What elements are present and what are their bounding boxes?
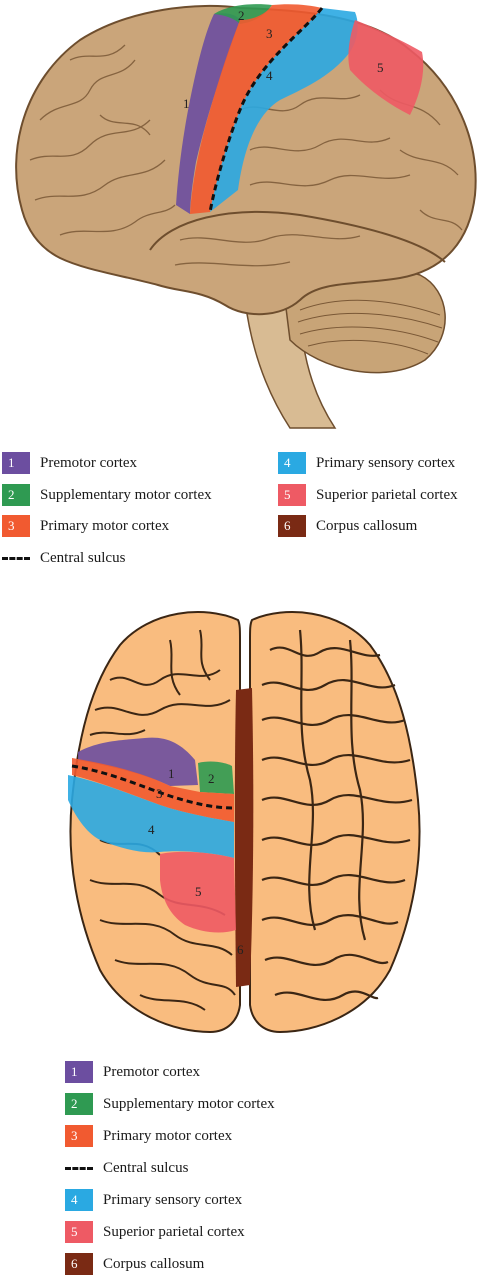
swatch2-supplementary: 2 — [65, 1093, 93, 1115]
region-primary-sensory-dorsal — [68, 775, 234, 858]
legend2-label-superior-parietal: Superior parietal cortex — [103, 1223, 245, 1240]
dorsal-brain-illustration: 1 2 3 4 5 6 — [68, 611, 421, 1034]
legend2-item-primary-motor: 3 Primary motor cortex — [65, 1125, 232, 1147]
right-sulci — [261, 629, 413, 1001]
dorsal-num-supplementary: 2 — [208, 771, 215, 786]
legend-item-supplementary: 2 Supplementary motor cortex — [2, 484, 212, 506]
legend-item-superior-parietal: 5 Superior parietal cortex — [278, 484, 458, 506]
legend-label-superior-parietal: Superior parietal cortex — [316, 486, 458, 503]
swatch2-corpus-callosum: 6 — [65, 1253, 93, 1275]
region-supplementary-lateral — [214, 4, 272, 24]
legend2-item-primary-sensory: 4 Primary sensory cortex — [65, 1189, 242, 1211]
legend2-label-corpus-callosum: Corpus callosum — [103, 1255, 205, 1272]
swatch-supplementary: 2 — [2, 484, 30, 506]
legend-label-primary-motor: Primary motor cortex — [40, 517, 170, 534]
dorsal-num-corpus-callosum: 6 — [237, 942, 244, 957]
legend2-label-primary-motor: Primary motor cortex — [103, 1127, 233, 1144]
swatch-premotor: 1 — [2, 452, 30, 474]
legend2-label-central-sulcus: Central sulcus — [103, 1159, 189, 1176]
legend-item-corpus-callosum: 6 Corpus callosum — [278, 515, 417, 537]
swatch2-primary-motor: 3 — [65, 1125, 93, 1147]
legend-label-premotor: Premotor cortex — [40, 454, 138, 471]
legend-label-supplementary: Supplementary motor cortex — [40, 486, 212, 503]
legend-label-primary-sensory: Primary sensory cortex — [316, 454, 456, 471]
swatch-corpus-callosum: 6 — [278, 515, 306, 537]
region-superior-parietal-dorsal — [160, 851, 236, 933]
region-premotor-dorsal — [78, 737, 198, 786]
region-superior-parietal-lateral — [348, 20, 424, 115]
legend-item-primary-sensory: 4 Primary sensory cortex — [278, 452, 455, 474]
legend2-label-supplementary: Supplementary motor cortex — [103, 1095, 275, 1112]
lateral-num-supplementary: 2 — [238, 8, 245, 23]
region-primary-motor-lateral — [190, 4, 322, 214]
lateral-num-premotor: 1 — [183, 96, 190, 111]
temporal-lobe — [149, 210, 446, 263]
right-hemisphere — [249, 611, 421, 1034]
legend2-item-superior-parietal: 5 Superior parietal cortex — [65, 1221, 245, 1243]
swatch2-premotor: 1 — [65, 1061, 93, 1083]
legend-item-central-sulcus: Central sulcus — [2, 547, 125, 569]
cerebellum-folds — [297, 299, 443, 355]
legend2-item-central-sulcus: Central sulcus — [65, 1157, 188, 1179]
legend2-item-corpus-callosum: 6 Corpus callosum — [65, 1253, 204, 1275]
swatch2-primary-sensory: 4 — [65, 1189, 93, 1211]
legend-item-primary-motor: 3 Primary motor cortex — [2, 515, 169, 537]
legend-item-premotor: 1 Premotor cortex — [2, 452, 137, 474]
dorsal-num-primary-motor: 3 — [156, 786, 163, 801]
legend-lateral: 1 Premotor cortex 2 Supplementary motor … — [0, 0, 489, 600]
lateral-num-superior-parietal: 5 — [377, 60, 384, 75]
legend2-item-supplementary: 2 Supplementary motor cortex — [65, 1093, 275, 1115]
legend-label-central-sulcus: Central sulcus — [40, 549, 126, 566]
region-corpus-callosum-dorsal — [234, 688, 254, 987]
dorsal-num-primary-sensory: 4 — [148, 822, 155, 837]
dash2-central-sulcus — [65, 1166, 93, 1170]
left-sulci — [89, 629, 236, 1011]
legend2-item-premotor: 1 Premotor cortex — [65, 1061, 200, 1083]
dorsal-num-superior-parietal: 5 — [195, 884, 202, 899]
swatch2-superior-parietal: 5 — [65, 1221, 93, 1243]
lateral-num-primary-sensory: 4 — [266, 68, 273, 83]
legend2-label-primary-sensory: Primary sensory cortex — [103, 1191, 243, 1208]
region-supplementary-dorsal — [198, 761, 234, 794]
lateral-num-primary-motor: 3 — [266, 26, 273, 41]
dorsal-num-premotor: 1 — [168, 766, 175, 781]
legend2-label-premotor: Premotor cortex — [103, 1063, 201, 1080]
swatch-primary-motor: 3 — [2, 515, 30, 537]
region-premotor-lateral — [176, 13, 240, 214]
legend-label-corpus-callosum: Corpus callosum — [316, 517, 418, 534]
swatch-superior-parietal: 5 — [278, 484, 306, 506]
cerebrum — [15, 4, 477, 316]
region-primary-sensory-lateral — [210, 8, 358, 212]
central-sulcus-dorsal — [71, 764, 235, 810]
swatch-primary-sensory: 4 — [278, 452, 306, 474]
dash-central-sulcus — [2, 556, 30, 560]
lateral-brain-illustration: 1 2 3 4 5 — [15, 4, 477, 429]
